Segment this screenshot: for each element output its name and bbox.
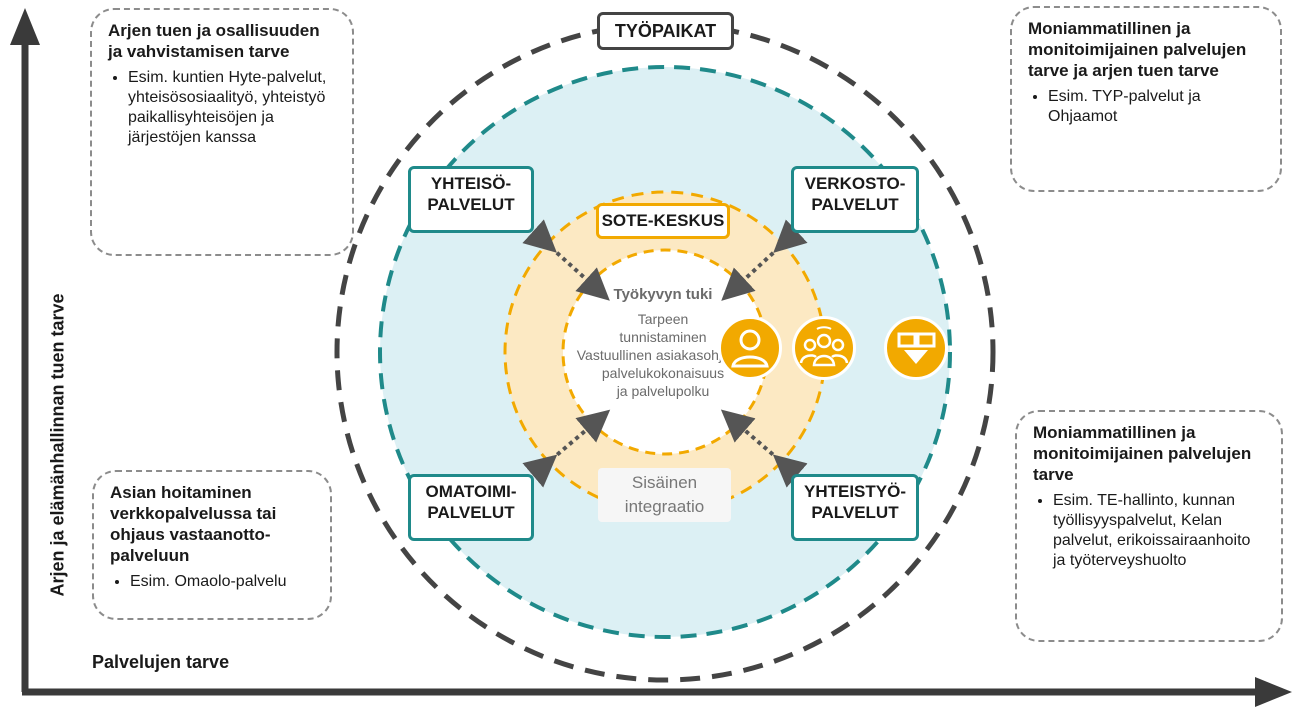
center-line: Tarpeen <box>637 311 689 327</box>
svc-line: VERKOSTO- <box>804 174 906 193</box>
yhteiso-palvelut-box: YHTEISÖ- PALVELUT <box>408 166 534 233</box>
note-heading: Moniammatillinen ja monitoimijainen palv… <box>1033 423 1252 484</box>
arrow-yhteistyo <box>720 409 808 488</box>
arrow-verkosto <box>721 219 808 301</box>
svc-line: PALVELUT <box>427 195 515 214</box>
note-bottom-right: Moniammatillinen ja monitoimijainen palv… <box>1015 410 1283 642</box>
center-line: ja palvelupolku <box>616 383 710 399</box>
center-line: Vastuullinen asiakasohjaus- <box>576 347 750 363</box>
arrow-omatoimi <box>522 409 611 488</box>
sote-keskus-label: SOTE-KESKUS <box>596 203 730 239</box>
x-axis <box>22 677 1292 707</box>
note-item: Esim. Omaolo-palvelu <box>130 572 316 592</box>
integraatio-line: integraatio <box>624 497 705 516</box>
speech-bubbles-icon <box>884 316 948 380</box>
verkosto-palvelut-box: VERKOSTO- PALVELUT <box>791 166 919 233</box>
svc-line: PALVELUT <box>811 195 899 214</box>
note-item: Esim. TE-hallinto, kunnan työllisyyspalv… <box>1053 491 1267 571</box>
integraatio-label: Sisäinen integraatio <box>598 468 731 522</box>
yhteistyo-palvelut-box: YHTEISTYÖ- PALVELUT <box>791 474 919 541</box>
note-top-left: Arjen tuen ja osallisuuden ja vahvistami… <box>90 8 354 256</box>
center-line: tunnistaminen <box>619 329 707 345</box>
svc-line: PALVELUT <box>427 503 515 522</box>
arrow-yhteiso <box>522 219 610 301</box>
center-title: Työkyvyn tuki <box>613 286 713 303</box>
y-axis-label: Arjen ja elämänhallinnan tuen tarve <box>47 293 68 597</box>
note-heading: Moniammatillinen ja monitoimijainen palv… <box>1028 19 1247 80</box>
svc-line: YHTEISTYÖ- <box>803 482 906 501</box>
x-axis-label: Palvelujen tarve <box>92 652 230 672</box>
note-item: Esim. TYP-palvelut ja Ohjaamot <box>1048 87 1266 127</box>
svc-line: PALVELUT <box>811 503 899 522</box>
note-item: Esim. kuntien Hyte-palvelut, yhteisösosi… <box>128 68 338 148</box>
center-line: palvelukokonaisuus <box>601 365 725 381</box>
integraatio-line: Sisäinen <box>631 473 698 492</box>
note-heading: Arjen tuen ja osallisuuden ja vahvistami… <box>108 21 320 61</box>
note-top-right: Moniammatillinen ja monitoimijainen palv… <box>1010 6 1282 192</box>
center-text: Työkyvyn tuki Tarpeen tunnistaminen Vast… <box>563 286 763 400</box>
note-bottom-left: Asian hoitaminen verkkopalvelussa tai oh… <box>92 470 332 620</box>
omatoimi-palvelut-box: OMATOIMI- PALVELUT <box>408 474 534 541</box>
tyopaikat-label: TYÖPAIKAT <box>597 12 734 50</box>
person-icon <box>718 316 782 380</box>
group-icon <box>792 316 856 380</box>
svc-line: OMATOIMI- <box>425 482 517 501</box>
note-heading: Asian hoitaminen verkkopalvelussa tai oh… <box>110 483 277 565</box>
svc-line: YHTEISÖ- <box>430 174 512 193</box>
y-axis <box>10 8 40 692</box>
